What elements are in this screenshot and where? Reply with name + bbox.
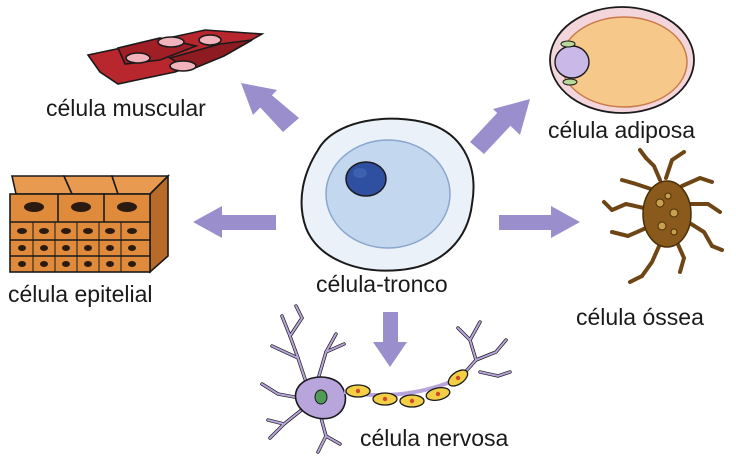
epithelial-cell-icon (9, 174, 170, 274)
stem-cell-icon (300, 117, 475, 272)
label-nerve-cell: célula nervosa (360, 425, 509, 451)
label-muscle-cell: célula muscular (46, 95, 206, 121)
arrow-to-epithelial-cell (193, 206, 276, 238)
label-epithelial-cell: célula epitelial (8, 281, 152, 307)
label-fat-cell: célula adiposa (548, 117, 695, 143)
arrow-to-fat-cell (470, 99, 530, 154)
label-bone-cell: célula óssea (576, 304, 704, 330)
arrow-to-muscle-cell (241, 83, 299, 132)
fat-cell-icon (549, 6, 695, 114)
arrow-to-bone-cell (499, 206, 580, 238)
label-stem-cell: célula-tronco (316, 271, 448, 297)
muscle-cell-icon (86, 29, 265, 85)
nerve-cell-icon (260, 304, 512, 454)
arrows (193, 83, 580, 367)
bone-cell-icon (602, 148, 724, 284)
arrow-to-nerve-cell (373, 312, 407, 367)
